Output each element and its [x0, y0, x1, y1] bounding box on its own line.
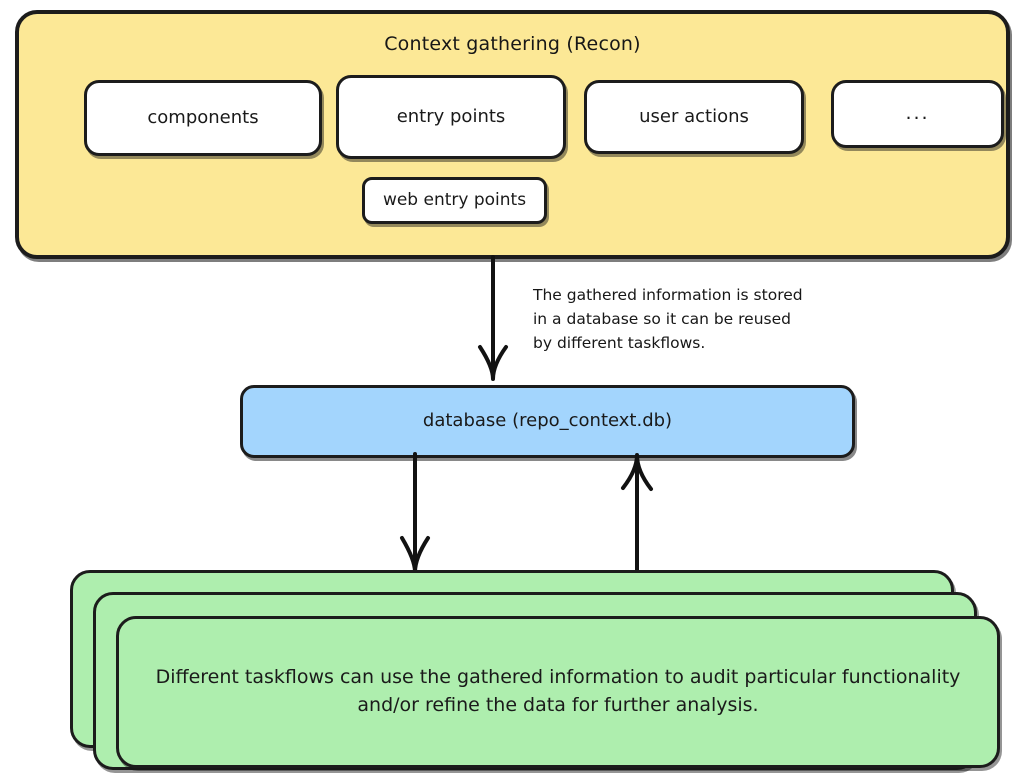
recon-card-entry-points[interactable]: entry points — [336, 75, 566, 159]
recon-card-user-actions-label: user actions — [639, 105, 749, 127]
recon-card-user-actions[interactable]: user actions — [584, 80, 804, 154]
database-box[interactable]: database (repo_context.db) — [240, 385, 855, 458]
annotation-note: The gathered information is stored in a … — [533, 286, 803, 353]
recon-card-more[interactable]: ... — [831, 80, 1004, 148]
recon-card-components[interactable]: components — [84, 80, 322, 156]
taskflow-card-front[interactable]: Different taskflows can use the gathered… — [116, 616, 1000, 768]
recon-card-components-label: components — [147, 106, 259, 128]
recon-card-web-entry-points[interactable]: web entry points — [362, 177, 547, 224]
recon-card-entry-points-label: entry points — [396, 105, 506, 127]
recon-title: Context gathering (Recon) — [384, 33, 641, 55]
recon-container: Context gathering (Recon) components ent… — [15, 10, 1010, 259]
arrow-recon-to-database-icon — [478, 255, 508, 381]
recon-card-more-label: ... — [905, 102, 930, 125]
arrow-taskflows-to-database-icon — [621, 453, 653, 576]
recon-card-web-entry-points-label: web entry points — [382, 189, 527, 210]
taskflow-text: Different taskflows can use the gathered… — [155, 666, 961, 716]
arrow-database-to-taskflows-icon — [400, 452, 430, 574]
database-label: database (repo_context.db) — [422, 410, 673, 432]
